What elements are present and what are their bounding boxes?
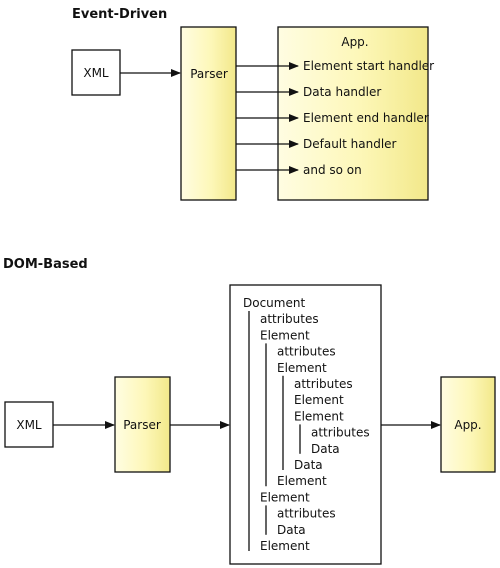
dom-tree: DocumentattributesElementattributesEleme… [243, 296, 370, 553]
event-driven-title: Event-Driven [72, 7, 167, 22]
event-app-box [277, 26, 429, 201]
dom-tree-node: attributes [294, 377, 353, 391]
event-parser-label: Parser [190, 67, 228, 81]
dom-tree-node: Data [294, 458, 323, 472]
dom-tree-node: attributes [277, 507, 336, 521]
event-handler-label: Element start handler [303, 59, 434, 73]
dom-based-section: DOM-Based XML Parser DocumentattributesE… [3, 257, 496, 565]
dom-parser-label: Parser [123, 418, 161, 432]
dom-tree-node: Data [277, 523, 306, 537]
dom-tree-node: attributes [260, 312, 319, 326]
event-xml-label: XML [83, 66, 109, 80]
dom-tree-node: Data [311, 442, 340, 456]
dom-tree-node: attributes [277, 345, 336, 359]
event-app-label: App. [341, 35, 368, 49]
event-parser-box [180, 26, 237, 201]
event-handler-label: Element end handler [303, 111, 429, 125]
event-driven-section: Event-Driven XML Parser App. Element sta… [71, 7, 434, 201]
dom-xml-label: XML [16, 418, 42, 432]
dom-app-label: App. [454, 418, 481, 432]
dom-based-title: DOM-Based [3, 257, 88, 272]
event-handler-label: Default handler [303, 137, 397, 151]
event-handler-label: and so on [303, 163, 362, 177]
dom-tree-node: Element [260, 539, 310, 553]
dom-tree-node: Element [260, 328, 310, 342]
dom-tree-node: Element [260, 490, 310, 504]
dom-tree-node: Element [277, 474, 327, 488]
dom-app-box [440, 376, 496, 473]
dom-tree-node: attributes [311, 426, 370, 440]
dom-tree-node: Element [294, 393, 344, 407]
dom-tree-node: Element [294, 409, 344, 423]
dom-tree-node: Document [243, 296, 305, 310]
dom-tree-box [229, 284, 382, 565]
event-handler-label: Data handler [303, 85, 381, 99]
dom-parser-box [114, 376, 171, 473]
dom-tree-node: Element [277, 361, 327, 375]
dom-xml-box [4, 401, 54, 448]
event-xml-box [71, 49, 121, 96]
